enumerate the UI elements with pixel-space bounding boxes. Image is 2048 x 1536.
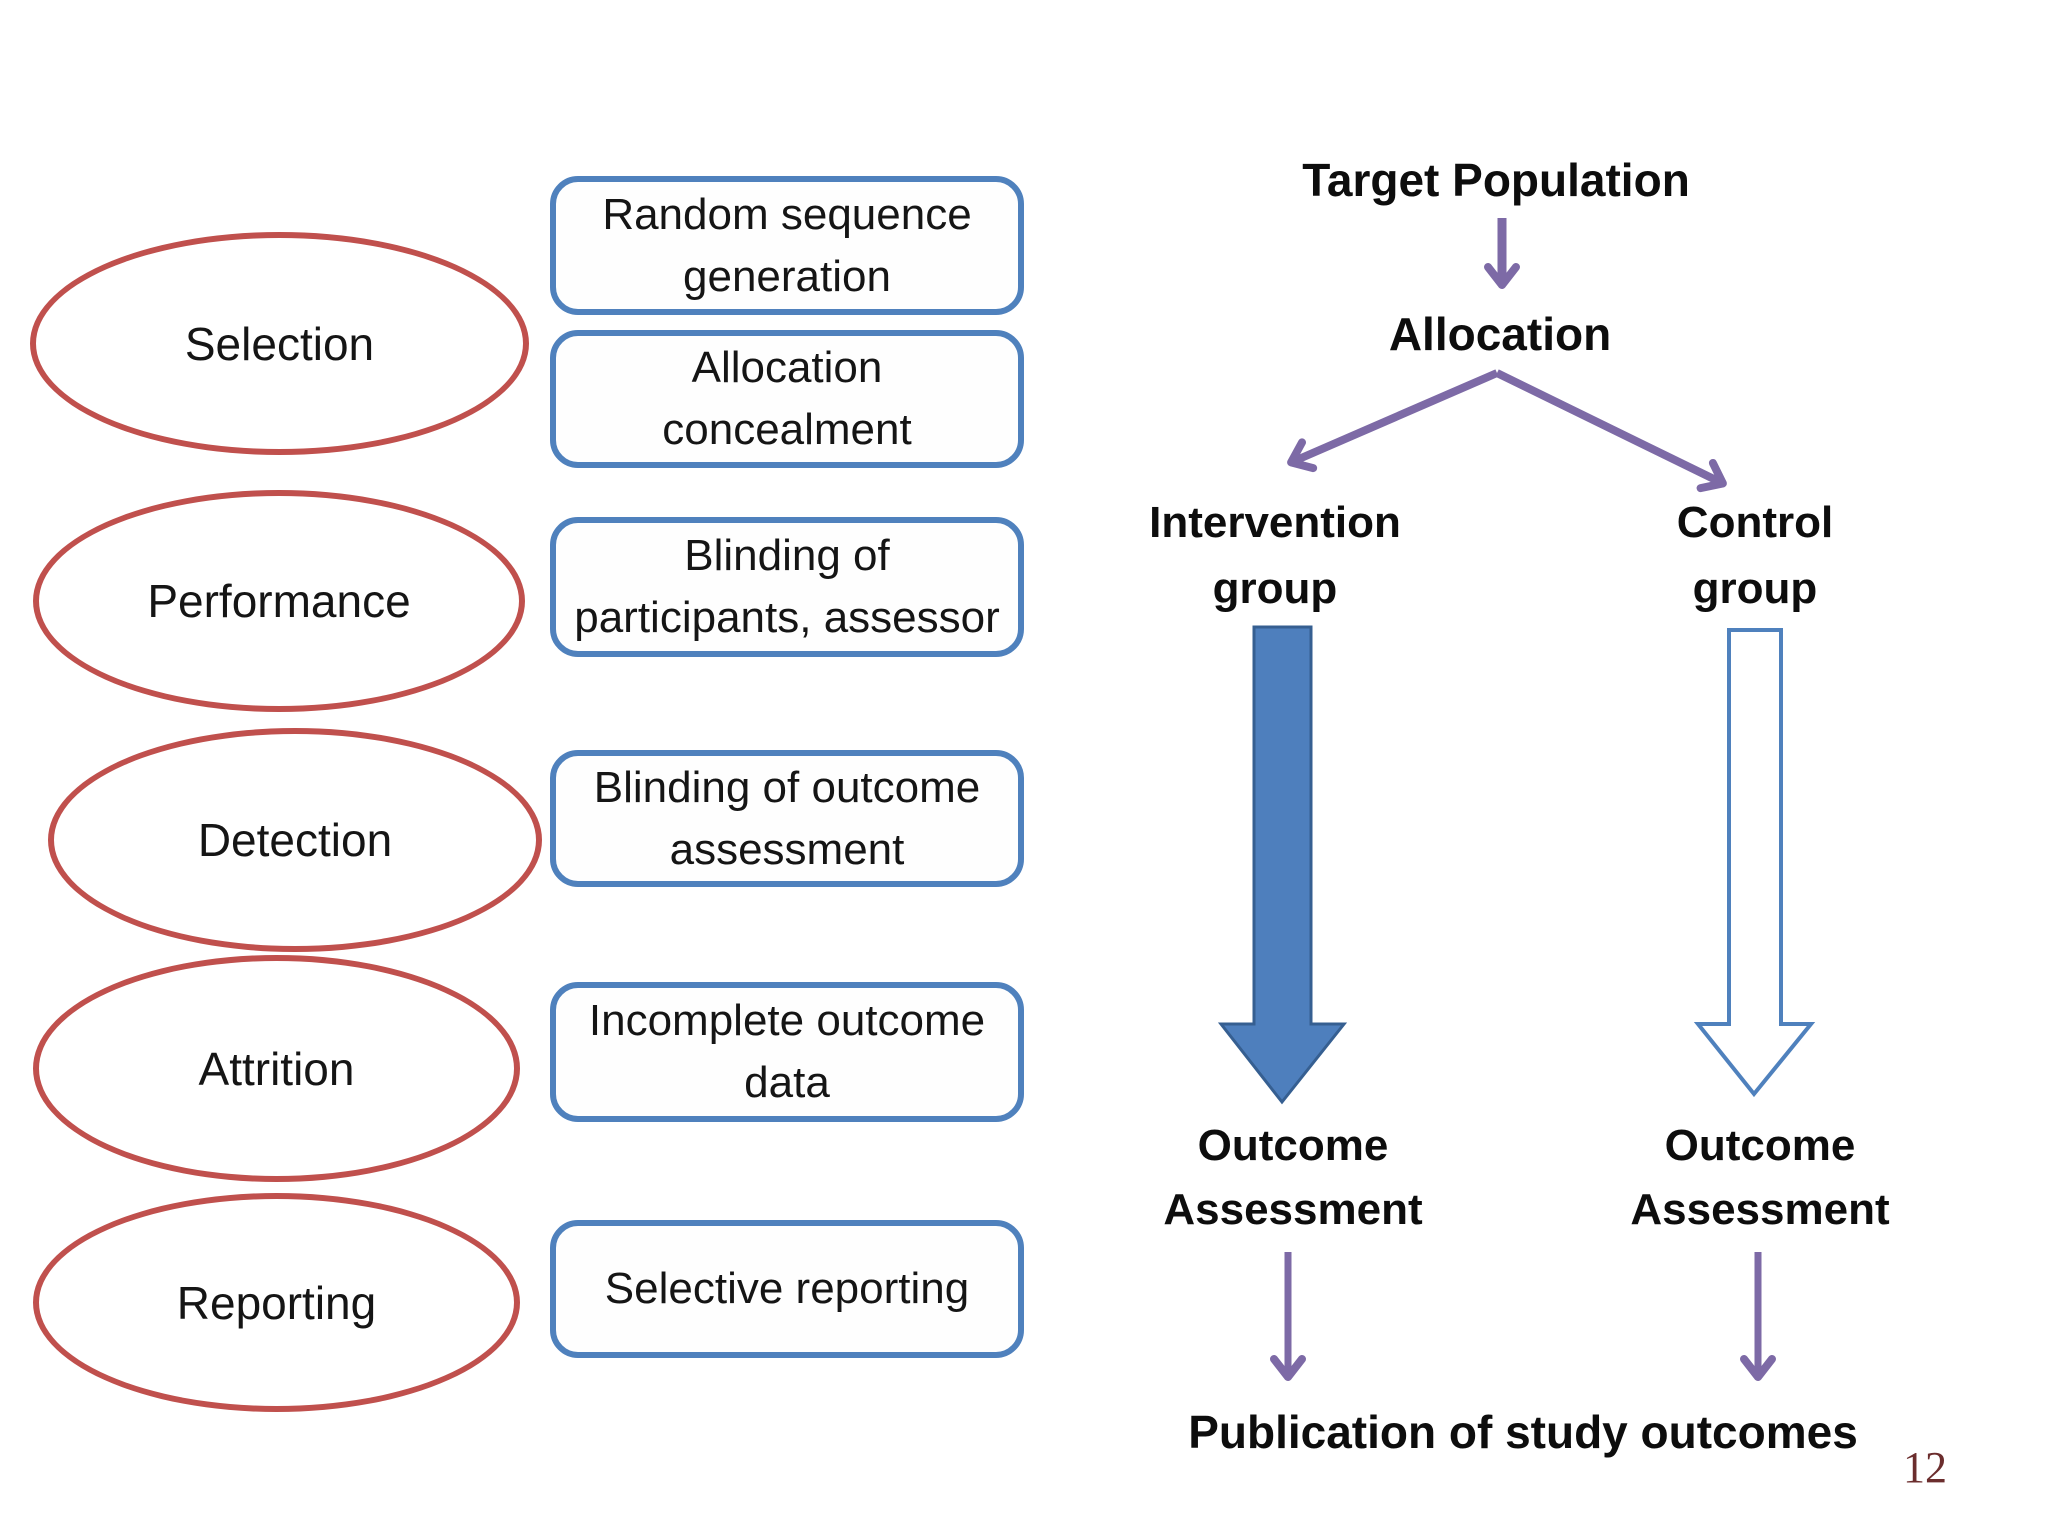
allocation-label: Allocation — [1388, 308, 1612, 360]
performance-bias-ellipse: Performance — [33, 490, 525, 712]
allocation-concealment-label: Allocation concealment — [662, 343, 912, 454]
selection-bias-ellipse: Selection — [30, 232, 529, 455]
blinding-participants-box: Blinding of participants, assessor — [550, 517, 1024, 657]
control-block-arrow-icon — [1693, 628, 1816, 1098]
selective-reporting-label: Selective reporting — [604, 1264, 970, 1313]
page-number: 12 — [1903, 1443, 1947, 1492]
attrition-bias-ellipse: Attrition — [33, 955, 520, 1182]
allocation-concealment-box: Allocation concealment — [550, 330, 1024, 468]
attrition-bias-label: Attrition — [198, 1042, 355, 1095]
blinding-outcome-assessment-label: Blinding of outcome assessment — [593, 762, 981, 874]
blinding-outcome-assessment-box: Blinding of outcome assessment — [550, 750, 1024, 887]
allocation-to-intervention-arrow-icon — [1287, 369, 1499, 473]
reporting-bias-ellipse: Reporting — [33, 1193, 520, 1412]
detection-bias-label: Detection — [197, 814, 393, 866]
incomplete-outcome-data-box: Incomplete outcome data — [550, 982, 1024, 1122]
outcome-assessment-left-label: Outcome Assessment — [1163, 1121, 1423, 1234]
reporting-bias-label: Reporting — [176, 1276, 377, 1329]
random-sequence-generation-label: Random sequence generation — [602, 189, 972, 301]
selection-bias-label: Selection — [184, 317, 375, 370]
intervention-block-arrow-icon — [1217, 625, 1348, 1105]
selective-reporting-box: Selective reporting — [550, 1220, 1024, 1358]
target-population-label: Target Population — [1302, 154, 1690, 206]
incomplete-outcome-data-label: Incomplete outcome data — [588, 996, 986, 1107]
random-sequence-generation-box: Random sequence generation — [550, 176, 1024, 315]
publication-label: Publication of study outcomes — [1188, 1406, 1858, 1458]
allocation-to-control-arrow-icon — [1495, 369, 1727, 493]
blinding-participants-label: Blinding of participants, assessor — [574, 531, 1000, 642]
outcome-assessment-right-label: Outcome Assessment — [1630, 1121, 1890, 1234]
control-group-label: Control group — [1676, 498, 1834, 613]
detection-bias-ellipse: Detection — [48, 728, 542, 952]
performance-bias-label: Performance — [147, 575, 411, 627]
intervention-group-label: Intervention group — [1149, 498, 1401, 613]
